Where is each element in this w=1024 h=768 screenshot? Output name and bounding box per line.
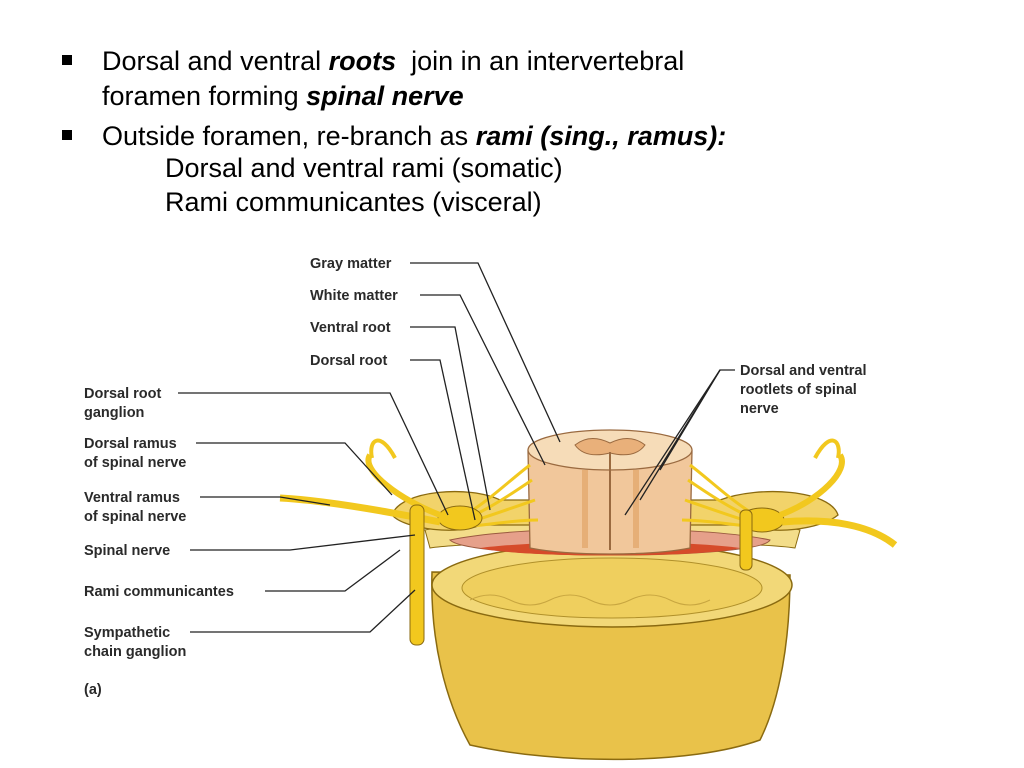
bullet-marker <box>62 55 72 65</box>
label-dorsal-ramus-line-2: of spinal nerve <box>84 455 186 471</box>
bullet-2-sub-1: Dorsal and ventral rami (somatic) <box>165 153 563 183</box>
bullet-2-sub-2: Rami communicantes (visceral) <box>165 187 542 217</box>
bullet-marker <box>62 130 72 140</box>
label-drg-line-2: ganglion <box>84 405 144 421</box>
bullet-1-line-1: Dorsal and ventral roots join in an inte… <box>102 46 685 76</box>
label-ventral-root: Ventral root <box>310 320 391 336</box>
label-ventral-ramus-line-1: Ventral ramus <box>84 490 180 506</box>
label-spinal-nerve: Spinal nerve <box>84 543 170 559</box>
label-sympathetic-line-1: Sympathetic <box>84 625 170 641</box>
label-rami-communicantes: Rami communicantes <box>84 584 234 600</box>
label-white-matter: White matter <box>310 288 398 304</box>
label-dorsal-ramus-line-1: Dorsal ramus <box>84 436 177 452</box>
vertebral-body <box>431 542 793 761</box>
label-sympathetic-line-2: chain ganglion <box>84 644 186 660</box>
label-gray-matter: Gray matter <box>310 256 392 272</box>
spinal-cord <box>527 429 693 555</box>
bullet-2-line-1: Outside foramen, re-branch as rami (sing… <box>102 121 727 151</box>
label-rootlets-line-3: nerve <box>740 401 779 417</box>
right-spinal-nerve <box>739 438 898 571</box>
leader-lines <box>178 262 735 633</box>
label-drg-line-1: Dorsal root <box>84 386 162 402</box>
labels: Gray matter White matter Ventral root Do… <box>84 256 867 698</box>
bullet-1-line-2: foramen forming spinal nerve <box>102 81 464 111</box>
label-rootlets-line-2: rootlets of spinal <box>740 382 857 398</box>
left-spinal-nerve <box>279 438 483 646</box>
label-rootlets-line-1: Dorsal and ventral <box>740 363 867 379</box>
label-dorsal-root: Dorsal root <box>310 353 388 369</box>
label-part: (a) <box>84 682 102 698</box>
label-ventral-ramus-line-2: of spinal nerve <box>84 509 186 525</box>
